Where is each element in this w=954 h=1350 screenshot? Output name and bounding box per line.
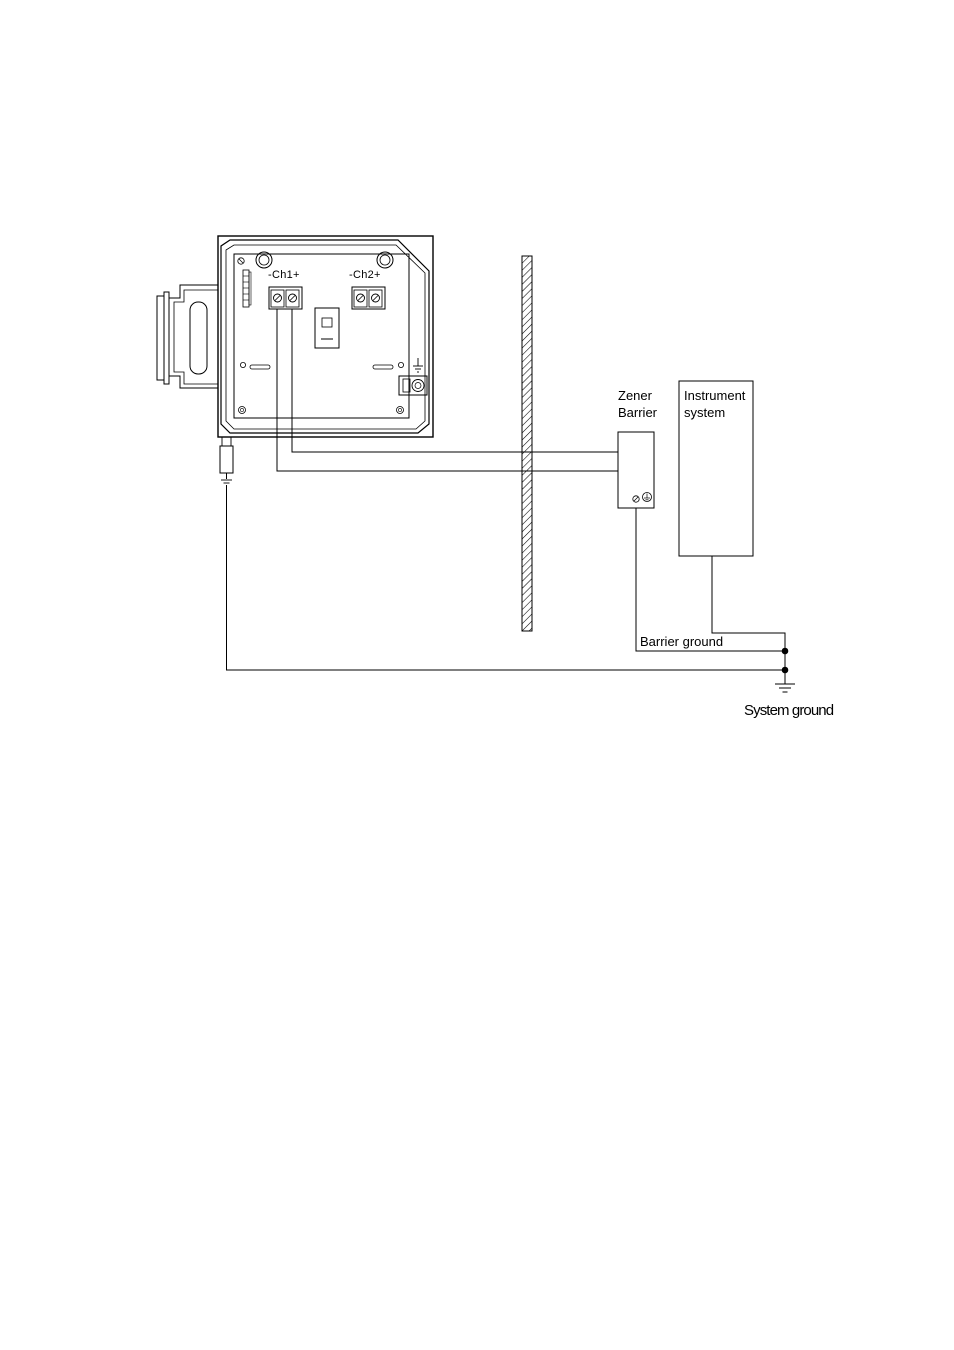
ground-terminal-screw — [399, 376, 427, 395]
barrier-ground-label: Barrier ground — [640, 634, 723, 649]
channel1-terminal-block — [269, 287, 302, 309]
zener-barrier-label-line2: Barrier — [618, 405, 658, 420]
barrier-ground-wire — [636, 508, 785, 651]
instrument-system-label-line1: Instrument — [684, 388, 746, 403]
ground-bus — [782, 648, 789, 684]
transmitter-housing: -Ch1+ -Ch2+ — [157, 236, 433, 483]
circuit-board — [234, 254, 409, 418]
mounting-bracket — [157, 285, 218, 388]
instrument-system-label-line2: system — [684, 405, 725, 420]
zener-barrier — [618, 432, 654, 508]
zener-barrier-label-line1: Zener — [618, 388, 653, 403]
ground-icon — [221, 480, 232, 483]
ground-icon — [775, 684, 795, 692]
channel2-label: -Ch2+ — [349, 269, 381, 281]
ground-icon — [413, 358, 423, 372]
channel1-label: -Ch1+ — [268, 269, 300, 281]
hazardous-area-wall — [522, 256, 532, 631]
system-ground-label: System ground — [744, 702, 834, 719]
center-component — [315, 308, 339, 348]
external-ground-stud — [220, 437, 233, 479]
channel1-signal-wires — [277, 309, 618, 471]
channel2-terminal-block — [352, 287, 385, 309]
